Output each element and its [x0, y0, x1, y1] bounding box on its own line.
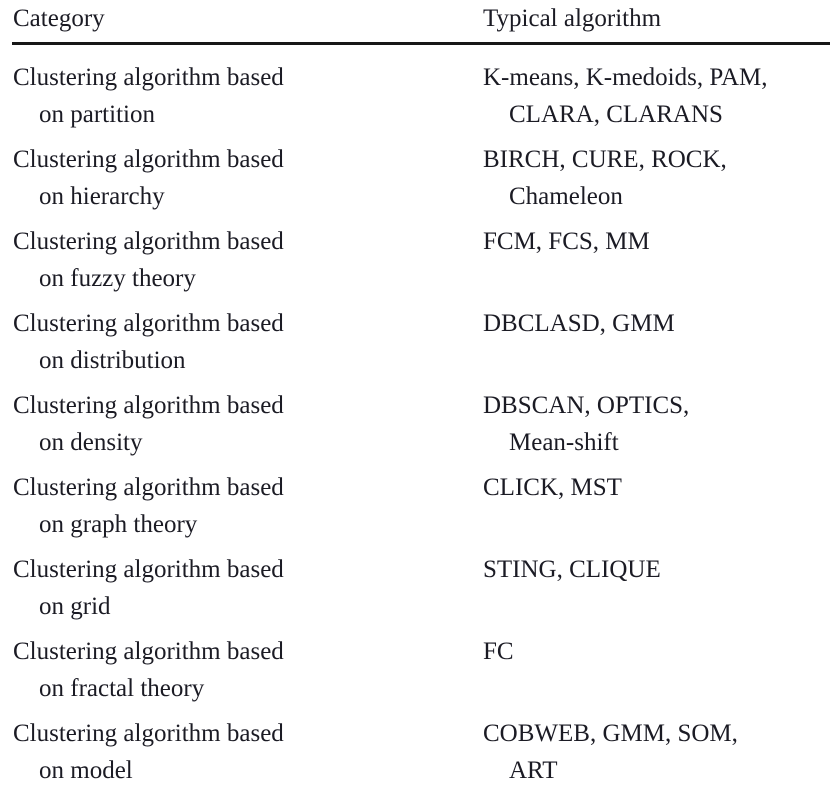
header-cell-category: Category [0, 4, 470, 34]
table-row: Clustering algorithm based on distributi… [0, 305, 833, 387]
cell-category: Clustering algorithm based on partition [0, 59, 470, 133]
table-row: Clustering algorithm based on model COBW… [0, 715, 833, 797]
cell-typical-algorithm: K-means, K-medoids, PAM, CLARA, CLARANS [470, 59, 833, 133]
cell-typical-algorithm: DBSCAN, OPTICS, Mean-shift [470, 387, 833, 461]
cell-category-line-1: Clustering algorithm based [13, 638, 284, 665]
cell-algorithm-line-1: BIRCH, CURE, ROCK, [483, 146, 727, 173]
table-row: Clustering algorithm based on grid STING… [0, 551, 833, 633]
cell-category-line-2: on grid [39, 593, 111, 620]
cell-category-line-2: on partition [39, 101, 155, 128]
header-divider-rule [12, 42, 830, 45]
cell-typical-algorithm: FC [470, 633, 833, 670]
cell-typical-algorithm: FCM, FCS, MM [470, 223, 833, 260]
table-row: Clustering algorithm based on graph theo… [0, 469, 833, 551]
cell-algorithm-line-1: STING, CLIQUE [483, 556, 661, 583]
header-cell-typical-algorithm: Typical algorithm [470, 4, 833, 34]
cell-algorithm-line-2: CLARA, CLARANS [509, 101, 723, 128]
cell-typical-algorithm: STING, CLIQUE [470, 551, 833, 588]
cell-category-line-2: on fractal theory [39, 675, 205, 702]
cell-typical-algorithm: BIRCH, CURE, ROCK, Chameleon [470, 141, 833, 215]
cell-typical-algorithm: COBWEB, GMM, SOM, ART [470, 715, 833, 789]
cell-category-line-2: on distribution [39, 347, 186, 374]
cell-algorithm-line-1: FC [483, 638, 514, 665]
cell-algorithm-line-2: ART [509, 757, 558, 784]
cell-algorithm-line-1: CLICK, MST [483, 474, 622, 501]
cell-algorithm-line-1: K-means, K-medoids, PAM, [483, 64, 768, 91]
table-row: Clustering algorithm based on density DB… [0, 387, 833, 469]
cell-typical-algorithm: CLICK, MST [470, 469, 833, 506]
cell-category-line-2: on density [39, 429, 143, 456]
cell-category-line-1: Clustering algorithm based [13, 556, 284, 583]
cell-category: Clustering algorithm based on hierarchy [0, 141, 470, 215]
cell-algorithm-line-2: Chameleon [509, 183, 623, 210]
table-row: Clustering algorithm based on fractal th… [0, 633, 833, 715]
cell-category-line-2: on model [39, 757, 133, 784]
cell-category: Clustering algorithm based on graph theo… [0, 469, 470, 543]
cell-algorithm-line-2: Mean-shift [509, 429, 619, 456]
cell-category: Clustering algorithm based on grid [0, 551, 470, 625]
cell-category-line-1: Clustering algorithm based [13, 228, 284, 255]
column-header-typical-algorithm-label: Typical algorithm [483, 5, 662, 32]
cell-algorithm-line-1: COBWEB, GMM, SOM, [483, 720, 738, 747]
cell-category: Clustering algorithm based on density [0, 387, 470, 461]
cell-category: Clustering algorithm based on distributi… [0, 305, 470, 379]
cell-typical-algorithm: DBCLASD, GMM [470, 305, 833, 342]
cell-category-line-1: Clustering algorithm based [13, 392, 284, 419]
table-row: Clustering algorithm based on fuzzy theo… [0, 223, 833, 305]
cell-category: Clustering algorithm based on fractal th… [0, 633, 470, 707]
column-header-category-label: Category [13, 5, 105, 32]
cell-category: Clustering algorithm based on model [0, 715, 470, 789]
cell-category-line-1: Clustering algorithm based [13, 474, 284, 501]
cell-category-line-1: Clustering algorithm based [13, 146, 284, 173]
cell-category-line-1: Clustering algorithm based [13, 64, 284, 91]
cell-algorithm-line-1: DBSCAN, OPTICS, [483, 392, 690, 419]
table-body: Clustering algorithm based on partition … [0, 45, 833, 797]
cell-category: Clustering algorithm based on fuzzy theo… [0, 223, 470, 297]
cell-algorithm-line-1: DBCLASD, GMM [483, 310, 675, 337]
table-row: Clustering algorithm based on partition … [0, 59, 833, 141]
cell-category-line-2: on hierarchy [39, 183, 165, 210]
cell-algorithm-line-1: FCM, FCS, MM [483, 228, 650, 255]
cell-category-line-2: on graph theory [39, 511, 198, 538]
cell-category-line-1: Clustering algorithm based [13, 310, 284, 337]
table-header-row: Category Typical algorithm [0, 0, 833, 40]
table-row: Clustering algorithm based on hierarchy … [0, 141, 833, 223]
cell-category-line-2: on fuzzy theory [39, 265, 196, 292]
cell-category-line-1: Clustering algorithm based [13, 720, 284, 747]
